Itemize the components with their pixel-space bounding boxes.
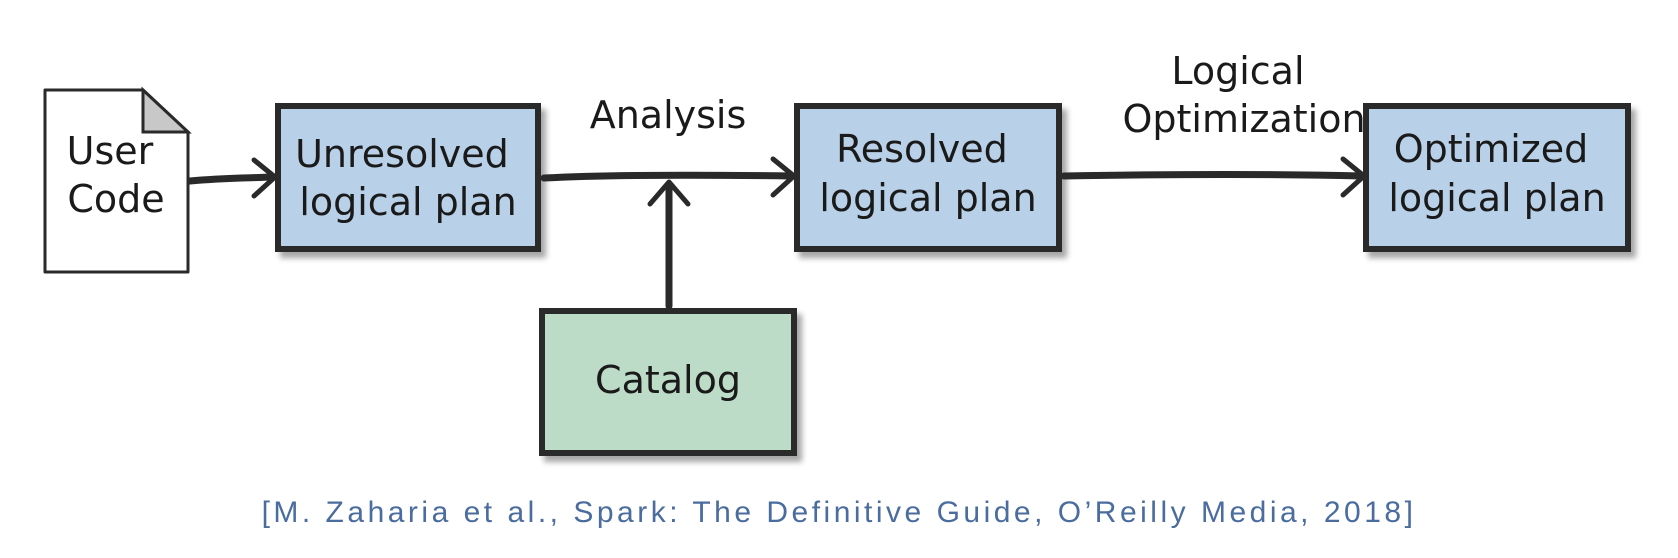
edge-analysis: Analysis: [540, 93, 797, 198]
arrowhead-icon: [251, 157, 278, 199]
svg-text:User Code: User Code: [67, 129, 166, 221]
user-code-label-line1: User: [67, 129, 154, 173]
user-code-document: User Code: [43, 86, 192, 274]
svg-text:Analysis: Analysis: [590, 93, 747, 137]
svg-text:Unresolved logical plan: Unresolved logical plan: [295, 132, 521, 224]
resolved-label-line2: logical plan: [819, 176, 1036, 220]
svg-text:Catalog: Catalog: [595, 358, 741, 402]
arrowhead-icon: [647, 179, 691, 207]
arrowhead-icon: [770, 156, 797, 198]
unresolved-label-line1: Unresolved: [295, 132, 509, 176]
resolved-label-line1: Resolved: [836, 127, 1008, 171]
catalog-node: Catalog: [539, 308, 797, 456]
edge-logical-optimization: Logical Optimization: [1060, 49, 1367, 198]
edge-catalog-to-analysis: [647, 179, 691, 310]
user-code-label-line2: Code: [67, 177, 164, 221]
svg-text:Resolved logical plan: Resolved logical plan: [819, 127, 1036, 220]
unresolved-label-line2: logical plan: [299, 180, 516, 224]
optimized-logical-plan-node: Optimized logical plan: [1363, 103, 1631, 252]
catalog-label: Catalog: [595, 358, 741, 402]
source-citation: [M. Zaharia et al., Spark: The Definitiv…: [261, 496, 1417, 529]
optimized-label-line1: Optimized: [1394, 127, 1589, 171]
logical-optimization-label-line1: Logical: [1171, 49, 1304, 93]
svg-text:Optimized logical plan: Optimized logical plan: [1388, 127, 1605, 220]
edge-user-code-to-unresolved: [186, 157, 278, 199]
resolved-logical-plan-node: Resolved logical plan: [794, 103, 1062, 252]
arrowhead-icon: [1340, 156, 1367, 198]
document-icon: [43, 88, 190, 274]
logical-optimization-label-line2: Optimization: [1122, 97, 1365, 141]
svg-text:Logical Optimization: Logical Optimization: [1122, 49, 1365, 141]
analysis-label: Analysis: [590, 93, 747, 137]
optimized-label-line2: logical plan: [1388, 176, 1605, 220]
unresolved-logical-plan-node: Unresolved logical plan: [275, 103, 541, 252]
document-fold: [141, 86, 192, 134]
